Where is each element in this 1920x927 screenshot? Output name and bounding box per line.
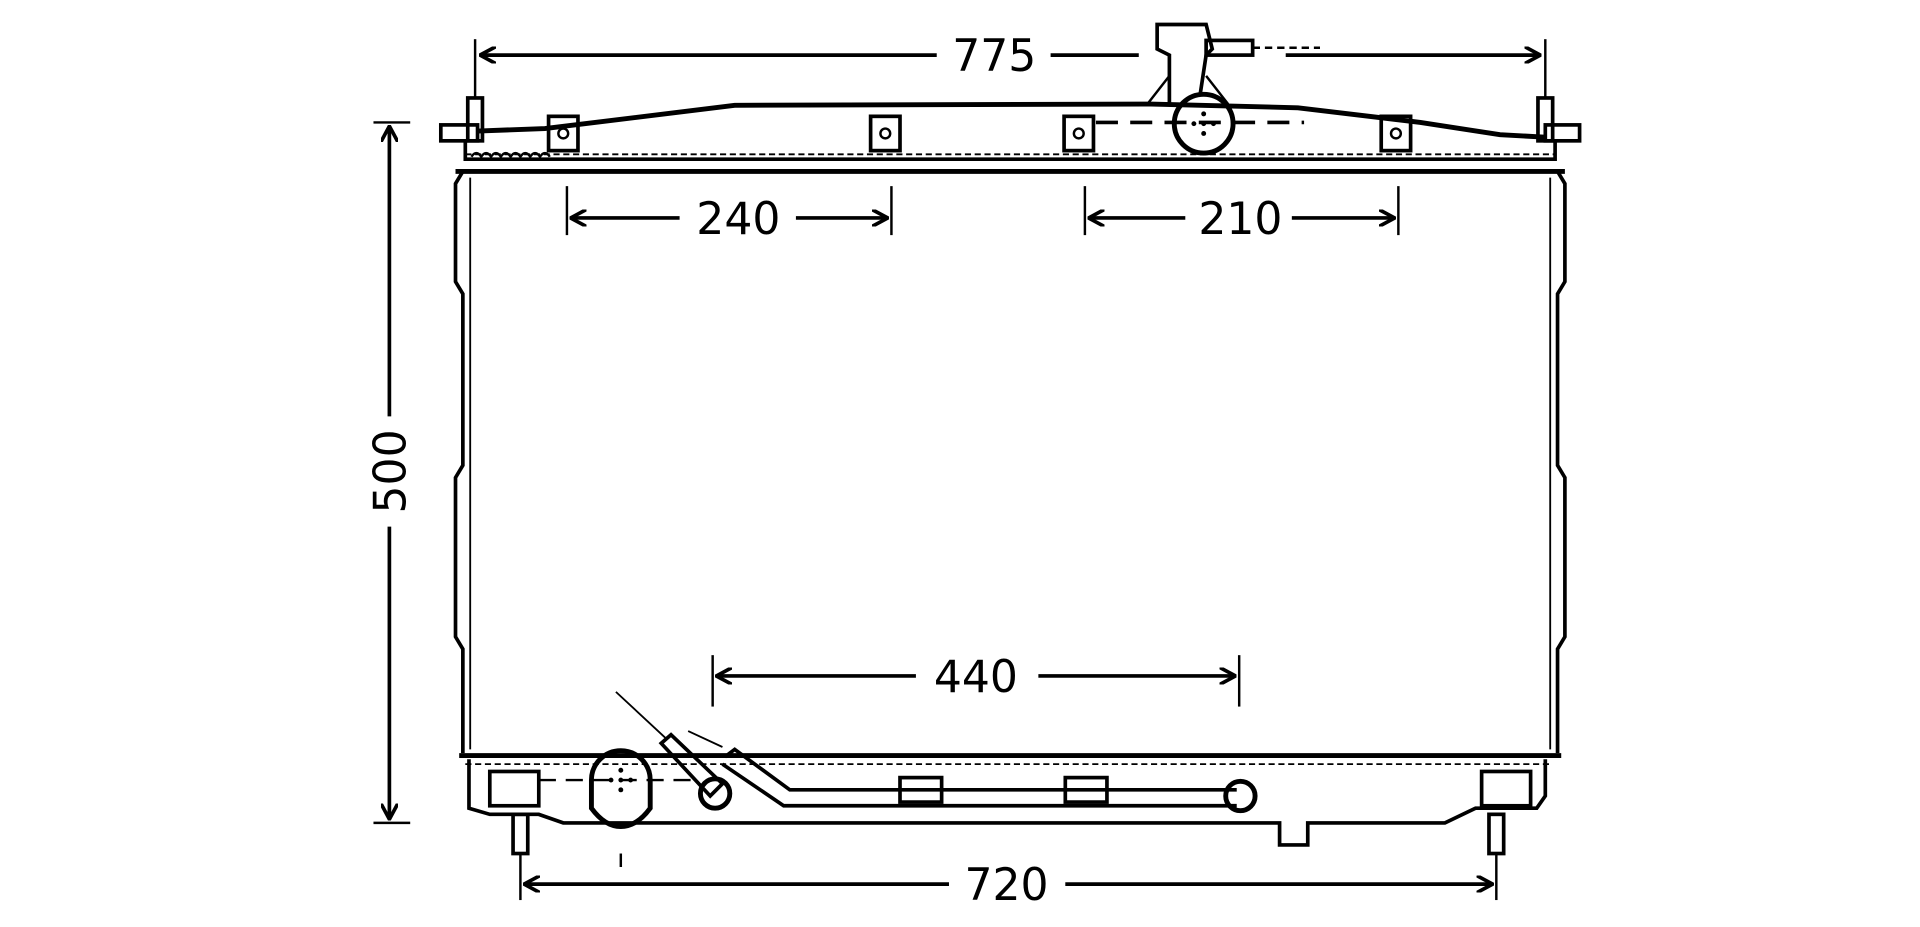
dimension-bottom-brackets: 440 bbox=[711, 652, 1241, 707]
dimension-label-210: 210 bbox=[1198, 194, 1282, 245]
dimension-label-775: 775 bbox=[952, 31, 1036, 82]
dimension-top-left-brackets: 240 bbox=[565, 186, 893, 245]
drain-plug-icon bbox=[588, 748, 653, 867]
bottom-tank bbox=[459, 691, 1562, 867]
dimension-label-720: 720 bbox=[964, 860, 1048, 911]
filler-neck-icon bbox=[1146, 22, 1320, 156]
top-tank bbox=[438, 22, 1582, 174]
dimension-label-500: 500 bbox=[365, 429, 416, 513]
dimension-core-height: 500 bbox=[365, 121, 416, 825]
dimension-top-right-brackets: 210 bbox=[1083, 186, 1400, 245]
outlet-pipe-icon bbox=[615, 691, 1258, 814]
dimension-overall-width: 775 bbox=[473, 31, 1547, 98]
top-brackets bbox=[546, 114, 1413, 153]
pin-top-left bbox=[465, 96, 485, 143]
radiator-core bbox=[453, 170, 1567, 754]
pin-bottom-right bbox=[1487, 812, 1506, 856]
pin-bottom-left bbox=[511, 812, 530, 856]
dimension-label-240: 240 bbox=[696, 194, 780, 245]
dimension-label-440: 440 bbox=[934, 652, 1018, 703]
dimension-bottom-pins: 720 bbox=[519, 853, 1498, 911]
